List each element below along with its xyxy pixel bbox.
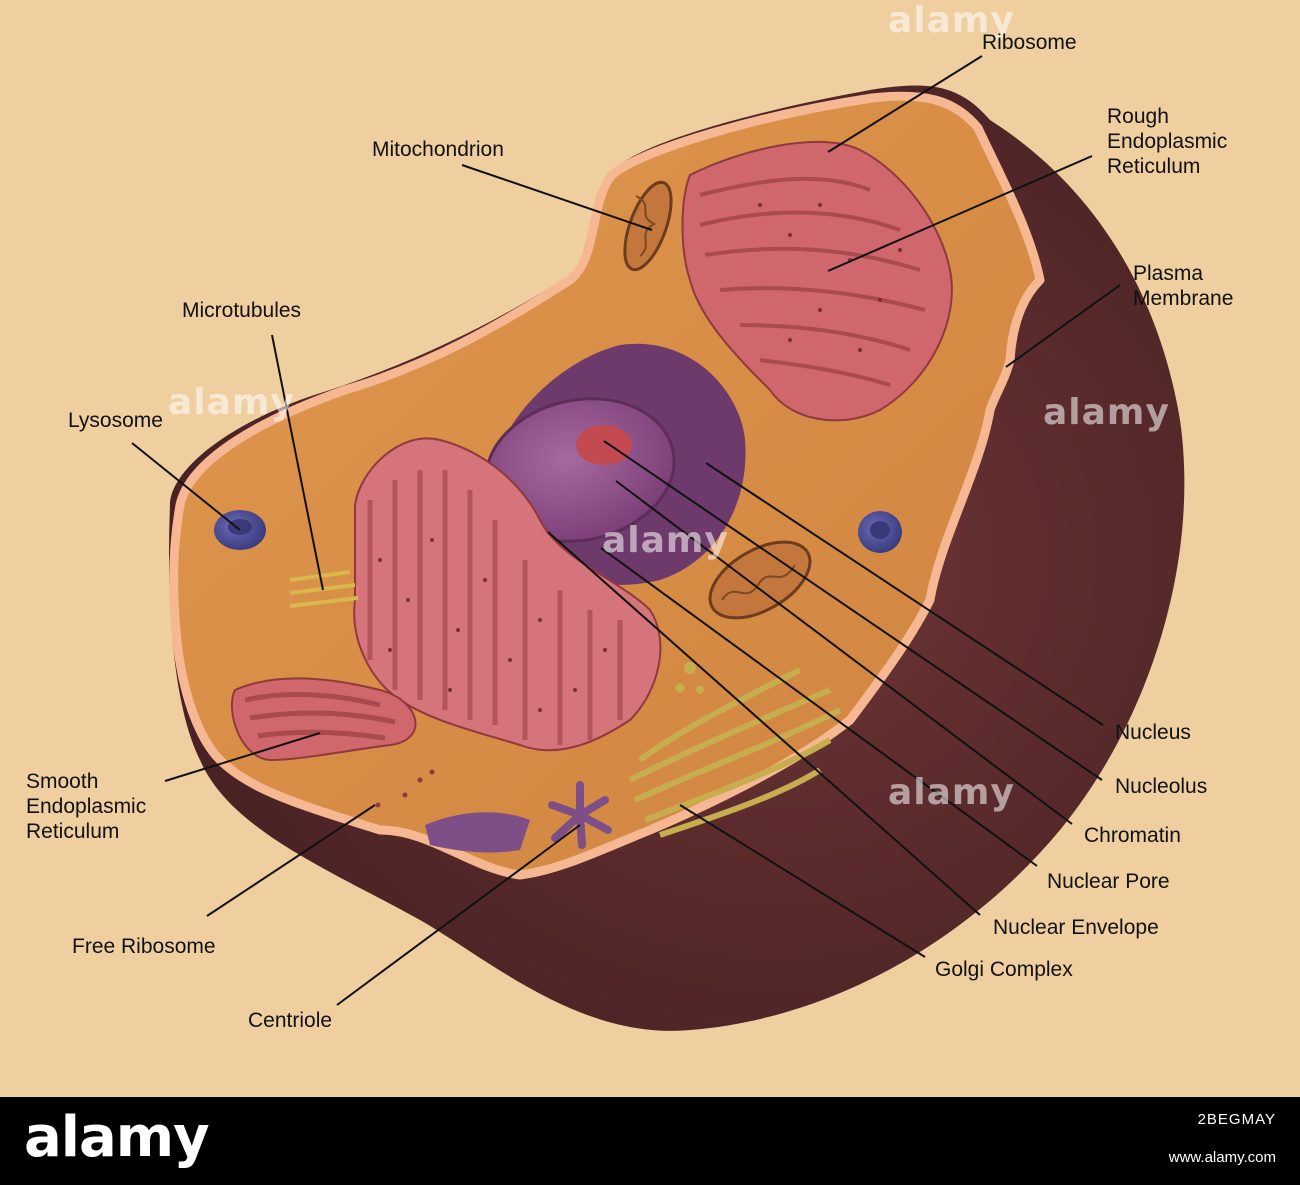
label-microtubules: Microtubules — [182, 299, 302, 322]
label-mitochondrion: Mitochondrion — [372, 138, 504, 161]
label-chromatin: Chromatin — [1084, 824, 1181, 847]
image-id: 2BEGMAY — [1197, 1111, 1276, 1128]
leader-lines — [131, 55, 1121, 1006]
mitochondrion-right — [708, 540, 812, 620]
label-plasma-membrane-line1: Plasma — [1133, 262, 1204, 285]
label-smooth-er-line1: Smooth — [26, 770, 99, 793]
smooth-er — [230, 677, 417, 762]
label-golgi-complex: Golgi Complex — [935, 958, 1073, 981]
label-free-ribosome: Free Ribosome — [72, 935, 216, 958]
centriole — [548, 781, 612, 849]
rough-er-top-right — [681, 140, 953, 422]
cell-diagram: alamy alamy alamy alamy alamy Ribosome R… — [0, 0, 1300, 1097]
label-smooth-er-line3: Reticulum — [26, 820, 120, 843]
golgi-complex — [628, 667, 842, 838]
label-nucleolus: Nucleolus — [1115, 775, 1208, 798]
cell-illustration — [131, 55, 1185, 1031]
free-ribosomes — [375, 769, 435, 808]
mitochondrion-top — [623, 180, 673, 272]
watermark-center: alamy — [602, 520, 729, 561]
label-smooth-er: Smooth Endoplasmic Reticulum — [26, 769, 146, 844]
centriole-cylinder — [425, 812, 530, 853]
watermark-lower: alamy — [888, 772, 1015, 813]
watermark-right: alamy — [1043, 392, 1170, 433]
watermark-top: alamy — [888, 0, 1015, 41]
nucleus — [484, 343, 746, 585]
label-ribosome: Ribosome — [982, 31, 1077, 54]
rough-er-center — [353, 437, 662, 752]
alamy-logo: alamy — [24, 1105, 210, 1170]
label-nucleus: Nucleus — [1115, 721, 1191, 744]
watermark-left: alamy — [168, 382, 295, 423]
label-nuclear-pore: Nuclear Pore — [1047, 870, 1170, 893]
label-nuclear-envelope: Nuclear Envelope — [993, 916, 1159, 939]
label-plasma-membrane: Plasma Membrane — [1133, 261, 1233, 311]
label-rough-er-line2: Endoplasmic — [1107, 130, 1228, 153]
label-centriole: Centriole — [248, 1009, 333, 1032]
label-rough-er-line1: Rough — [1107, 105, 1169, 128]
label-smooth-er-line2: Endoplasmic — [26, 795, 147, 818]
label-plasma-membrane-line2: Membrane — [1133, 287, 1234, 310]
label-lysosome: Lysosome — [68, 409, 163, 432]
label-rough-er: Rough Endoplasmic Reticulum — [1107, 104, 1227, 179]
site-url: www.alamy.com — [1168, 1149, 1276, 1166]
label-rough-er-line3: Reticulum — [1107, 155, 1201, 178]
lysosome-right — [858, 511, 902, 553]
stock-footer: alamy 2BEGMAY www.alamy.com — [0, 1097, 1300, 1185]
